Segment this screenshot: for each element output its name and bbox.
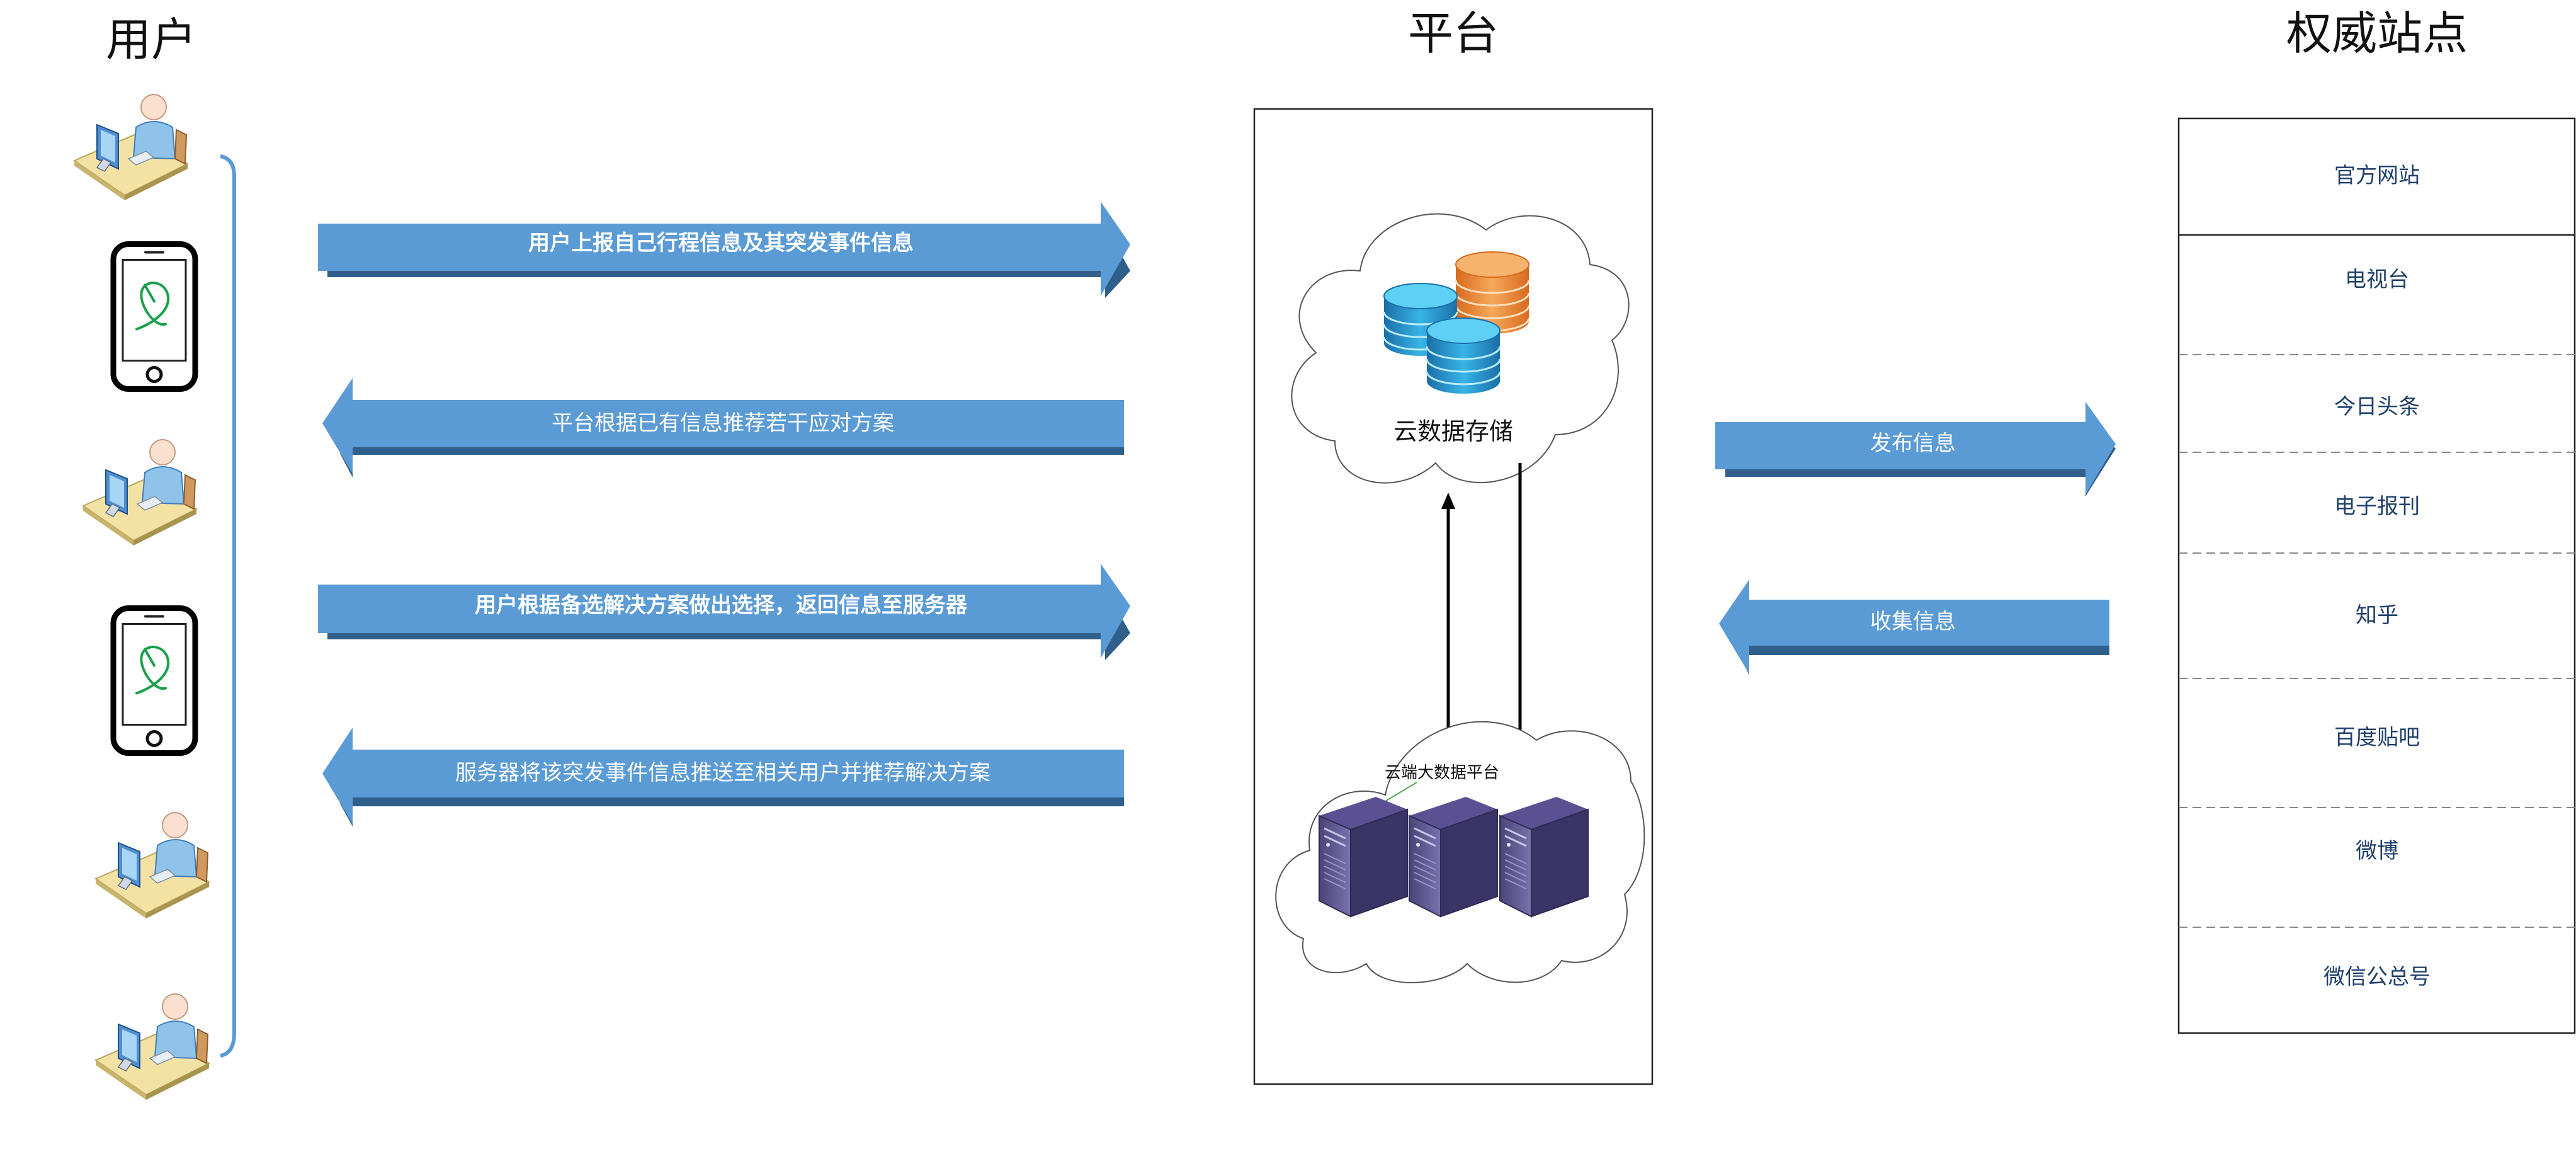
server-cloud: 云端大数据平台 xyxy=(1275,721,1645,983)
cloud-storage-label: 云数据存储 xyxy=(1393,418,1513,445)
flow-arrow-recommend: 平台根据已有信息推荐若干应对方案 xyxy=(322,378,1124,477)
site-item: 电子报刊 xyxy=(2334,494,2420,519)
smartphone-icon xyxy=(113,244,195,389)
server-icon xyxy=(1408,796,1499,918)
flow-arrow-collect: 收集信息 xyxy=(1719,580,2109,675)
site-item: 官方网站 xyxy=(2334,163,2420,188)
authority-flow-arrows: 发布信息 收集信息 xyxy=(1715,402,2116,675)
authority-sites-table: 官方网站 电视台 今日头条 电子报刊 知乎 百度贴吧 微博 微信公总号 xyxy=(2177,117,2576,1034)
smartphone-icon xyxy=(113,608,195,753)
user-flow-arrows: 用户上报自己行程信息及其突发事件信息 平台根据已有信息推荐若干应对方案 用户根据… xyxy=(318,202,1130,826)
platform-column-title: 平台 xyxy=(1408,7,1499,60)
server-icon xyxy=(1318,796,1409,918)
database-orange-icon xyxy=(1455,251,1530,334)
flow-label: 用户根据备选解决方案做出选择，返回信息至服务器 xyxy=(475,593,968,618)
flow-label: 发布信息 xyxy=(1870,431,1956,456)
sites-table-border xyxy=(2177,117,2576,1034)
flow-arrow-push: 服务器将该突发事件信息推送至相关用户并推荐解决方案 xyxy=(322,728,1124,826)
user-devices xyxy=(74,94,210,1100)
arrow-up-head xyxy=(1441,493,1455,509)
site-item: 知乎 xyxy=(2356,603,2398,628)
flow-label: 收集信息 xyxy=(1870,609,1956,634)
user-group-bracket xyxy=(220,154,236,1058)
computer-user-icon xyxy=(74,94,188,201)
cloud-storage: 云数据存储 xyxy=(1291,213,1630,484)
flow-arrow-choice: 用户根据备选解决方案做出选择，返回信息至服务器 xyxy=(318,564,1130,660)
site-item: 百度贴吧 xyxy=(2334,725,2420,750)
server-platform-label: 云端大数据平台 xyxy=(1385,763,1499,782)
database-blue-icon xyxy=(1426,317,1501,394)
flow-label: 服务器将该突发事件信息推送至相关用户并推荐解决方案 xyxy=(455,760,990,786)
database-blue-icon xyxy=(1383,283,1458,356)
computer-user-icon xyxy=(95,812,210,919)
flow-arrow-publish: 发布信息 xyxy=(1715,402,2116,496)
user-column-title: 用户 xyxy=(106,13,196,66)
site-item: 微信公总号 xyxy=(2324,964,2431,990)
site-item: 电视台 xyxy=(2345,267,2409,292)
site-item: 今日头条 xyxy=(2334,394,2420,420)
computer-user-icon xyxy=(95,993,210,1100)
flow-arrow-report: 用户上报自己行程信息及其突发事件信息 xyxy=(318,202,1130,298)
computer-user-icon xyxy=(82,439,197,546)
server-icon xyxy=(1499,796,1589,918)
flow-label: 用户上报自己行程信息及其突发事件信息 xyxy=(528,231,914,256)
authority-column-title: 权威站点 xyxy=(2286,7,2468,60)
flow-label: 平台根据已有信息推荐若干应对方案 xyxy=(552,411,894,436)
site-item: 微博 xyxy=(2356,838,2398,864)
